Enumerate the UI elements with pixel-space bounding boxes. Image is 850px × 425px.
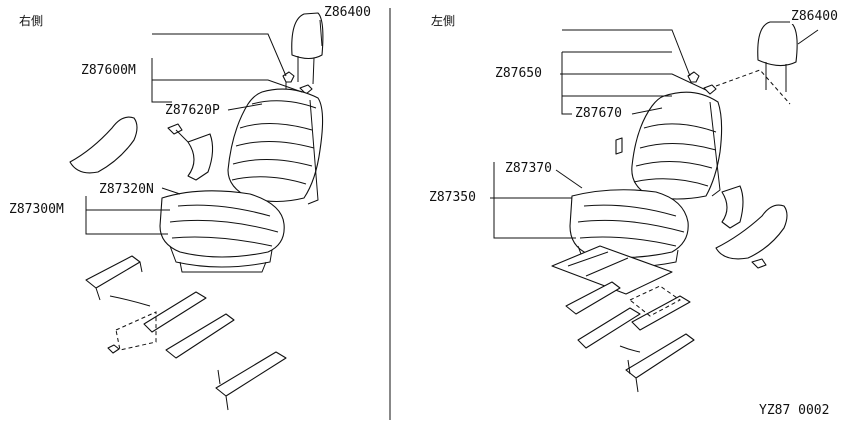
right-back-trim-label: Z87620P — [164, 103, 221, 118]
left-rails — [565, 281, 695, 393]
left-seat-back — [615, 91, 723, 200]
left-side-cover — [715, 185, 788, 269]
left-back-trim-label: Z87670 — [574, 106, 623, 121]
left-guide-label: Z87650 — [494, 66, 543, 81]
right-guide-label: Z87600M — [80, 63, 137, 78]
right-bracket — [167, 123, 214, 181]
right-side-cover — [69, 116, 138, 174]
left-cushion-trim-label: Z87370 — [504, 161, 553, 176]
right-cushion-trim-label: Z87320N — [98, 182, 155, 197]
right-seat-drawing — [69, 12, 324, 411]
left-side-title: 左側 — [430, 14, 457, 28]
right-side-title: 右側 — [18, 14, 45, 28]
diagram-code: YZ87 0002 — [758, 403, 831, 418]
left-guides — [687, 71, 717, 95]
right-headrest-label: Z86400 — [323, 5, 372, 20]
left-seat-assy-label: Z87350 — [428, 190, 477, 205]
right-seat-assy-label: Z87300M — [8, 202, 65, 217]
right-seat-back — [227, 88, 324, 205]
right-headrest — [291, 12, 324, 85]
right-seat-cushion — [159, 190, 285, 273]
left-headrest — [715, 21, 798, 105]
left-seat-drawing — [551, 21, 798, 393]
right-rails — [85, 255, 287, 411]
left-headrest-label: Z86400 — [790, 9, 839, 24]
left-leaders — [490, 29, 819, 239]
left-base-plate — [551, 245, 673, 295]
right-leaders — [85, 19, 323, 235]
